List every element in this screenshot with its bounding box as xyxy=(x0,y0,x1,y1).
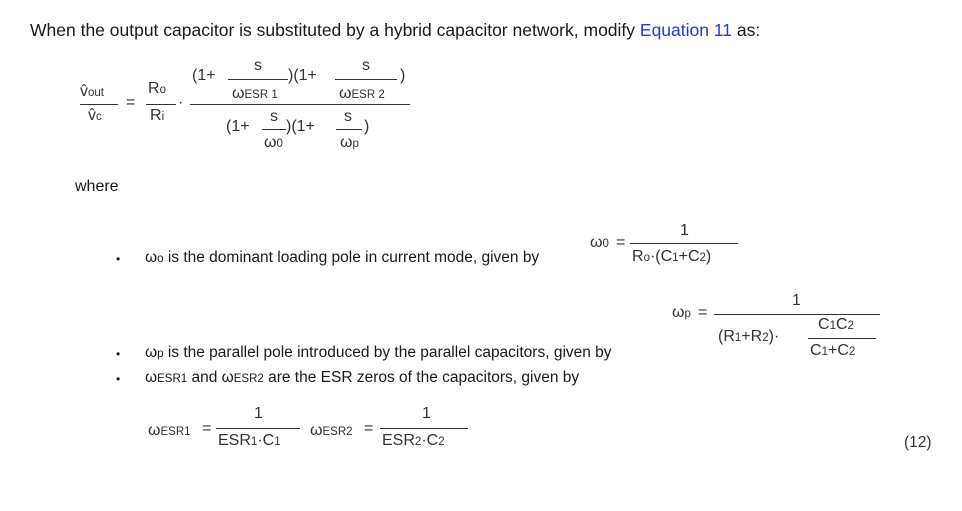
num-omega-esr1: ωESR 1 xyxy=(232,85,278,102)
wesr1-fraction-bar xyxy=(216,428,300,429)
bullet-1-dot: • xyxy=(116,252,121,266)
w0-numerator: 1 xyxy=(680,222,689,239)
num-inner-bar-1 xyxy=(228,79,288,80)
wp-inner-fraction-bar xyxy=(808,338,876,339)
wp-denominator-left: (R1+R2)· xyxy=(718,328,780,345)
where-label: where xyxy=(75,178,119,195)
bullet-1-text: ωo is the dominant loading pole in curre… xyxy=(145,249,540,266)
bullet-3-text: ωESR1 and ωESR2 are the ESR zeros of the… xyxy=(145,369,580,386)
wesr1-numerator: 1 xyxy=(254,405,263,422)
w0-fraction-bar xyxy=(630,243,738,244)
main-fraction-bar xyxy=(190,104,410,105)
bullet-2-dot: • xyxy=(116,347,121,361)
num-s-1: s xyxy=(254,57,262,74)
vout-fraction-bar xyxy=(80,104,118,105)
bullet-3-dot: • xyxy=(116,372,121,386)
den-s-2: s xyxy=(344,108,352,125)
wp-inner-denominator: C1+C2 xyxy=(810,342,856,359)
main-equals: = xyxy=(126,94,136,111)
wp-lhs: ωp xyxy=(672,304,691,321)
wesr1-lhs: ωESR1 xyxy=(148,422,191,439)
den-close: ) xyxy=(364,118,370,135)
den-mid: )(1+ xyxy=(286,118,315,135)
wp-fraction-bar xyxy=(714,314,880,315)
ro-symbol: Ro xyxy=(148,80,166,97)
equation-11-link[interactable]: Equation 11 xyxy=(639,20,733,40)
den-omega-p: ωp xyxy=(340,134,359,151)
w0-equals: = xyxy=(616,234,626,251)
ro-fraction-bar xyxy=(146,104,176,105)
wesr2-equals: = xyxy=(364,420,374,437)
vc-symbol: v̂c xyxy=(88,107,102,124)
vout-symbol: v̂out xyxy=(80,83,104,100)
wesr1-denominator: ESR1·C1 xyxy=(218,432,281,449)
wesr2-numerator: 1 xyxy=(422,405,431,422)
wesr2-fraction-bar xyxy=(380,428,468,429)
wesr2-lhs: ωESR2 xyxy=(310,422,353,439)
num-inner-bar-2 xyxy=(335,79,397,80)
w0-lhs: ω0 xyxy=(590,234,609,251)
wp-inner-numerator: C1C2 xyxy=(818,316,854,333)
ri-symbol: Ri xyxy=(150,107,165,124)
bullet-2-text: ωp is the parallel pole introduced by th… xyxy=(145,344,612,361)
intro-text: When the output capacitor is substituted… xyxy=(30,20,760,41)
wesr1-equals: = xyxy=(202,420,212,437)
den-open-1: (1+ xyxy=(226,118,250,135)
num-close: ) xyxy=(400,67,406,84)
num-open-1: (1+ xyxy=(192,67,216,84)
den-inner-bar-1 xyxy=(262,129,286,130)
wp-equals: = xyxy=(698,304,708,321)
equation-number: (12) xyxy=(904,434,932,451)
den-s-1: s xyxy=(270,108,278,125)
num-s-2: s xyxy=(362,57,370,74)
intro-before: When the output capacitor is substituted… xyxy=(30,20,640,40)
wesr2-denominator: ESR2·C2 xyxy=(382,432,445,449)
main-dot: · xyxy=(178,94,184,111)
num-mid: )(1+ xyxy=(288,67,317,84)
w0-denominator: Ro·(C1+C2) xyxy=(632,248,712,265)
den-inner-bar-2 xyxy=(336,129,362,130)
wp-numerator: 1 xyxy=(792,292,801,309)
intro-after: as: xyxy=(732,20,761,40)
num-omega-esr2: ωESR 2 xyxy=(339,85,385,102)
den-omega-0: ω0 xyxy=(264,134,283,151)
